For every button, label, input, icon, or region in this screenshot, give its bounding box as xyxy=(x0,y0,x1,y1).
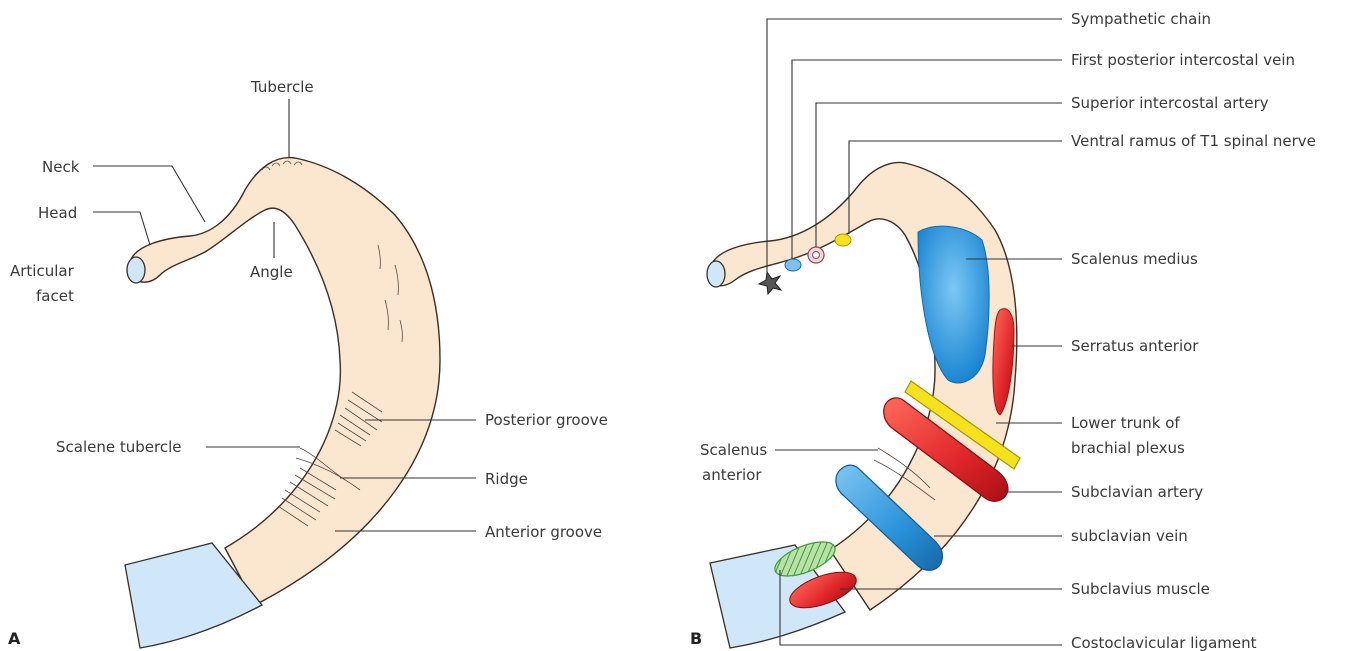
label-posterior-groove: Posterior groove xyxy=(485,411,608,429)
label-lower-trunk-1: Lower trunk of xyxy=(1071,414,1180,432)
label-subclavian-artery: Subclavian artery xyxy=(1071,483,1203,501)
first-posterior-intercostal-vein-shape xyxy=(785,259,801,271)
label-ridge: Ridge xyxy=(485,470,528,488)
leader-head xyxy=(93,212,150,245)
rib-a-bone xyxy=(130,158,440,605)
label-serratus-anterior: Serratus anterior xyxy=(1071,337,1199,355)
scalenus-medius-area xyxy=(918,226,989,383)
label-scalene-tubercle: Scalene tubercle xyxy=(56,438,181,456)
label-tubercle: Tubercle xyxy=(250,78,314,96)
sympathetic-chain-shape xyxy=(759,272,781,294)
label-scalenus-medius: Scalenus medius xyxy=(1071,250,1198,268)
label-costoclavicular-ligament: Costoclavicular ligament xyxy=(1071,634,1257,651)
label-lower-trunk-2: brachial plexus xyxy=(1071,439,1185,457)
articular-facet-b xyxy=(707,261,725,287)
leader-neck xyxy=(93,166,205,222)
label-articular-facet-2: facet xyxy=(36,287,74,305)
label-articular-facet-1: Articular xyxy=(10,262,75,280)
panel-letter-b: B xyxy=(690,629,702,648)
label-ventral-ramus-t1: Ventral ramus of T1 spinal nerve xyxy=(1071,132,1316,150)
label-neck: Neck xyxy=(42,158,80,176)
label-anterior-groove: Anterior groove xyxy=(485,523,602,541)
panel-letter-a: A xyxy=(8,629,21,648)
label-scalenus-anterior-2: anterior xyxy=(702,466,762,484)
label-sympathetic-chain: Sympathetic chain xyxy=(1071,10,1211,28)
articular-facet-a xyxy=(127,257,145,283)
panel-b: Sympathetic chain First posterior interc… xyxy=(690,10,1316,651)
label-head: Head xyxy=(38,204,77,222)
label-first-posterior-intercostal-vein: First posterior intercostal vein xyxy=(1071,51,1295,69)
label-angle: Angle xyxy=(250,263,293,281)
panel-a: Tubercle Neck Head Articular facet Angle… xyxy=(8,78,608,648)
rib-b-bone xyxy=(710,162,1017,610)
label-subclavian-vein: subclavian vein xyxy=(1071,527,1188,545)
ventral-ramus-t1-shape xyxy=(835,234,851,246)
label-scalenus-anterior-1: Scalenus xyxy=(700,441,767,459)
label-superior-intercostal-artery: Superior intercostal artery xyxy=(1071,94,1269,112)
superior-intercostal-artery-lumen xyxy=(813,252,820,259)
label-subclavius-muscle: Subclavius muscle xyxy=(1071,580,1210,598)
